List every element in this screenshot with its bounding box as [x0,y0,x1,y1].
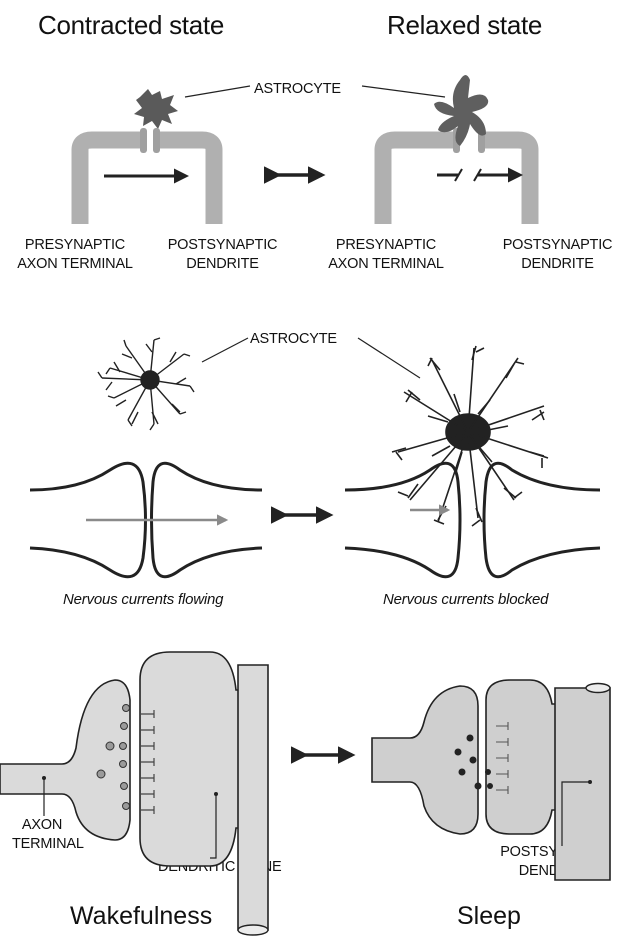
astrocyte-bushy-small [98,338,194,430]
astrocyte-leader-right [362,86,445,97]
synapse-contracted [80,140,214,224]
synapse-membranes-blocked [345,463,600,577]
astrocyte-leader-mid-left [202,338,248,362]
astrocyte-leader-left [185,86,250,97]
current-arrow-blocked [437,169,520,181]
astrocyte-bushy-large [392,346,548,526]
synapse-wakefulness [0,652,268,930]
synapse-sleep [372,680,610,880]
astrocyte-contracted [134,89,178,129]
astrocyte-leader-mid-right [358,338,420,378]
